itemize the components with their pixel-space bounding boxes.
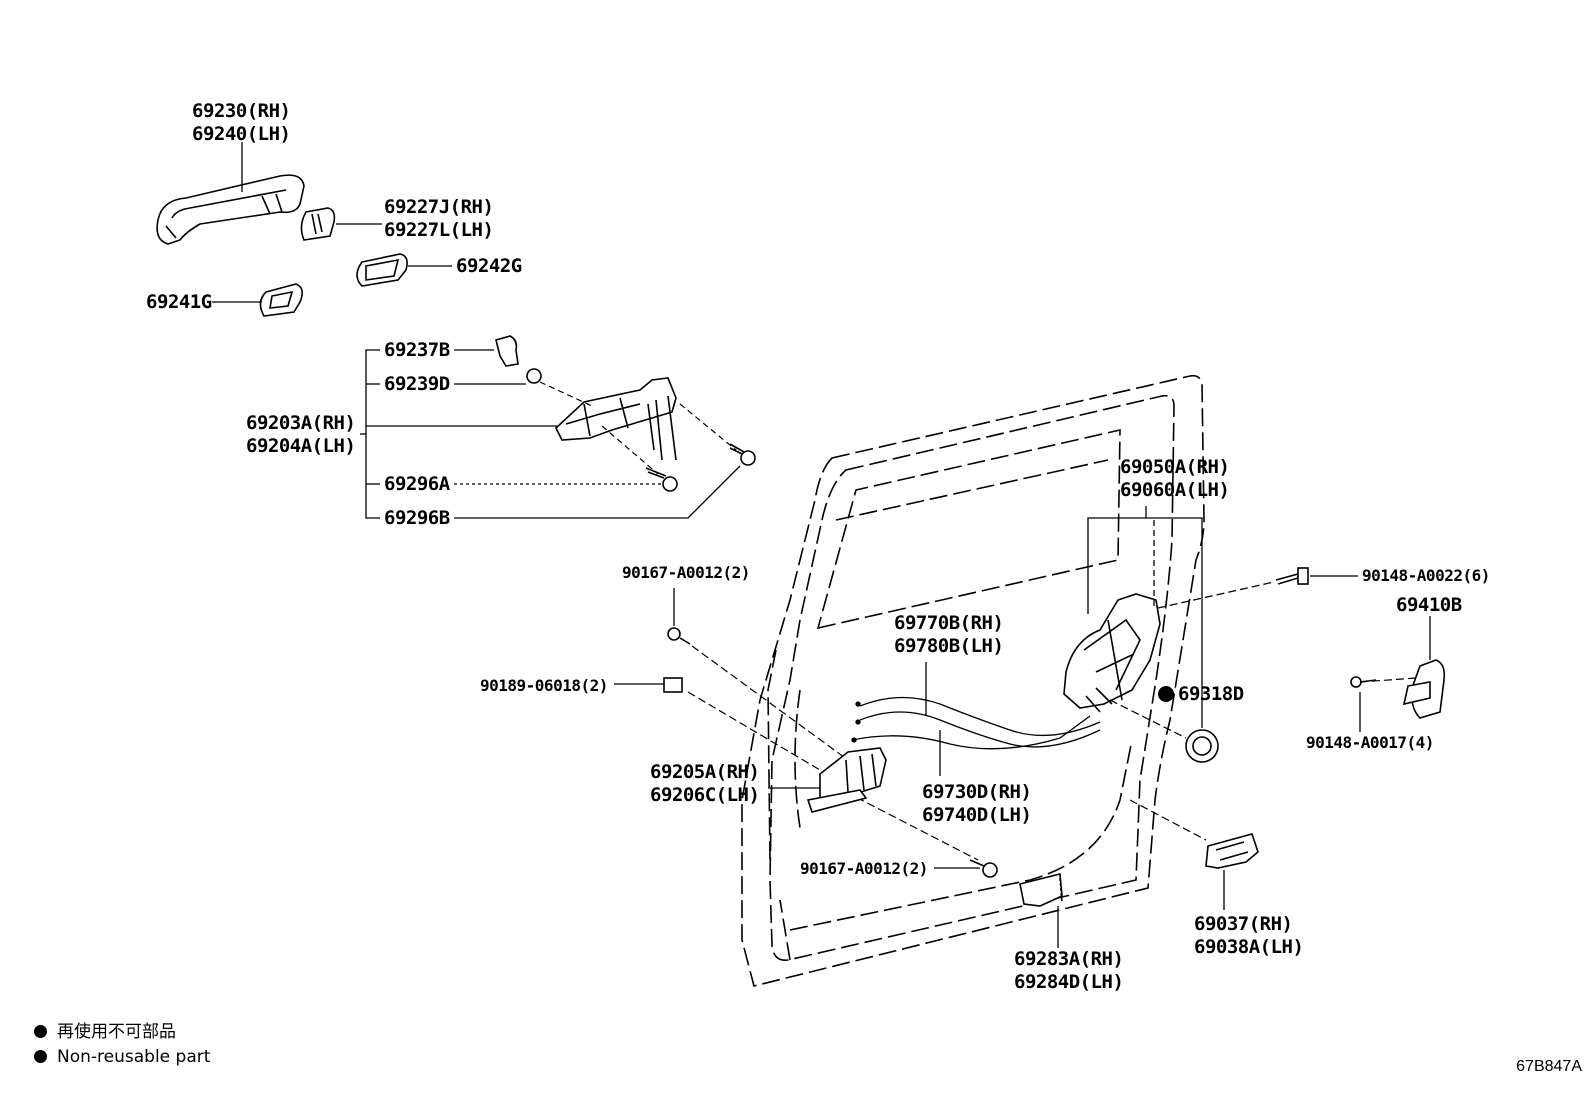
outer-door-handle xyxy=(156,174,305,245)
label-69237b: 69237B xyxy=(384,339,450,361)
lock-dashes xyxy=(1109,581,1417,841)
label-pad-rear: 69242G xyxy=(456,255,522,277)
handle-pad-front xyxy=(259,283,304,317)
label-cover: 69283A(RH)69284D(LH) xyxy=(1014,948,1124,993)
bullet-icon xyxy=(34,1025,47,1038)
handle-pad-rear xyxy=(356,253,408,287)
label-bracket: 69037(RH)69038A(LH) xyxy=(1194,913,1304,958)
cables xyxy=(851,662,1101,776)
label-cable-upper: 69770B(RH)69780B(LH) xyxy=(894,612,1004,657)
door-lock-assembly xyxy=(1063,593,1161,713)
diagram-code: 67B847A xyxy=(1516,1058,1582,1075)
leader-lines-upper-left xyxy=(212,142,741,519)
inside-door-handle xyxy=(768,747,887,813)
bracket-69037 xyxy=(1205,833,1259,910)
striker-69410b xyxy=(1402,616,1446,719)
part-69239d xyxy=(526,368,542,384)
frame-dashes xyxy=(539,381,737,475)
label-striker: 69410B xyxy=(1396,594,1462,616)
label-screw-b: 69296B xyxy=(384,507,450,529)
label-handle-cap: 69227J(RH)69227L(LH) xyxy=(384,196,494,241)
label-cable-lower: 69730D(RH)69740D(LH) xyxy=(922,781,1032,826)
handle-cap xyxy=(300,207,336,241)
legend-jp: 再使用不可部品 xyxy=(34,1021,176,1043)
clip-90189 xyxy=(614,677,683,693)
label-screw-lower: 90167-A0012(2) xyxy=(800,859,928,878)
seal-69318d xyxy=(1158,686,1219,763)
bolt-90148-a0022 xyxy=(1275,567,1358,585)
screw-90167-lower xyxy=(934,859,998,878)
label-pad-front: 69241G xyxy=(146,291,212,313)
label-door-lock: 69050A(RH)69060A(LH) xyxy=(1120,456,1230,501)
screw-69296a xyxy=(645,467,678,492)
bullet-icon xyxy=(34,1050,47,1063)
label-bolt-6: 90148-A0022(6) xyxy=(1362,566,1490,585)
screw-90167-upper xyxy=(667,588,691,645)
label-clip: 90189-06018(2) xyxy=(480,676,608,695)
handle-frame xyxy=(555,377,677,461)
label-outer-handle: 69230(RH)69240(LH) xyxy=(192,100,291,145)
label-inside-handle: 69205A(RH)69206C(LH) xyxy=(650,761,760,806)
clip-dashes xyxy=(687,645,979,861)
label-bolt-4: 90148-A0017(4) xyxy=(1306,733,1434,752)
screw-69296b xyxy=(729,443,756,466)
bolt-90148-a0017 xyxy=(1350,676,1377,732)
part-69237b xyxy=(495,335,519,367)
label-seal: 69318D xyxy=(1178,683,1244,705)
lock-brackets xyxy=(1087,506,1203,728)
door-outline xyxy=(741,374,1205,987)
label-screw-upper: 90167-A0012(2) xyxy=(622,563,750,582)
legend-en: Non-reusable part xyxy=(34,1046,210,1068)
label-screw-a: 69296A xyxy=(384,473,450,495)
cover-69283 xyxy=(1019,872,1063,948)
label-handle-frame: 69203A(RH)69204A(LH) xyxy=(246,412,356,457)
label-69239d: 69239D xyxy=(384,373,450,395)
